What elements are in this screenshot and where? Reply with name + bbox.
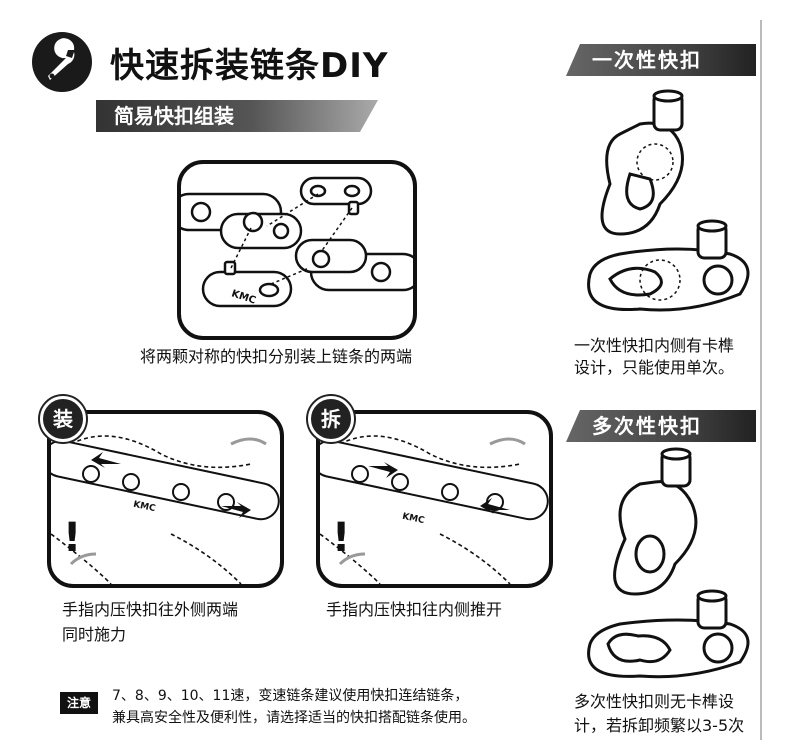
page-title: 快速拆装链条DIY [110,46,389,86]
remove-drawing [320,435,549,584]
multi-use-title: 多次性快扣 [566,410,756,442]
install-illustration-panel: ! KMC [47,410,284,588]
exclamation-icon: ! [63,515,82,561]
assembly-illustration-panel: KMC [177,160,417,340]
single-use-link-drawing [580,84,760,324]
column-divider [760,20,762,740]
multi-use-link-drawing [580,444,760,680]
multi-use-desc-line1: 多次性快扣则无卡榫设 [574,692,735,711]
multi-use-desc-line2: 计，若拆卸频繁以3-5次 [574,716,745,735]
exclamation-icon: ! [332,515,351,561]
install-caption-line1: 手指内压快扣往外侧两端 [62,600,239,619]
install-badge: 装 [40,396,86,442]
wrench-icon [30,30,94,94]
single-use-title: 一次性快扣 [566,44,756,76]
install-caption-line2: 同时施力 [62,625,127,644]
assembly-caption: 将两颗对称的快扣分别装上链条的两端 [140,347,413,366]
remove-caption: 手指内压快扣往内侧推开 [326,600,503,619]
note-line1: 7、8、9、10、11速，变速链条建议使用快扣连结链条， [112,688,469,704]
remove-badge: 拆 [308,396,354,442]
chain-assembly-drawing [181,176,413,308]
note-line2: 兼具高安全性及便利性，请选择适当的快扣搭配链条使用。 [112,710,476,726]
remove-illustration-panel: ! KMC [316,410,553,588]
single-use-desc-line2: 设计，只能使用单次。 [574,358,735,377]
section-subtitle: 简易快扣组装 [96,100,378,132]
single-use-desc-line1: 一次性快扣内侧有卡榫 [574,336,735,355]
note-label: 注意 [60,692,98,714]
install-drawing [51,435,280,584]
